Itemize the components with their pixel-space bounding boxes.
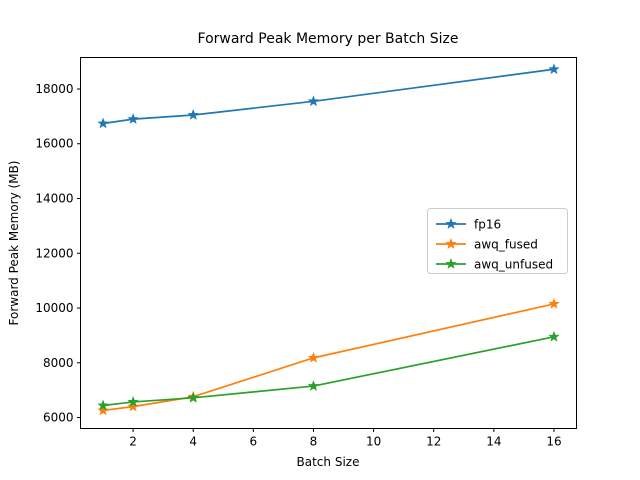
y-tick-label: 18000: [35, 82, 73, 96]
x-tick-label: 2: [129, 435, 137, 449]
data-point: [307, 351, 320, 363]
series-fp16: [97, 63, 560, 129]
data-point: [127, 395, 139, 407]
y-tick-label: 8000: [43, 356, 74, 370]
x-tick-label: 10: [366, 435, 381, 449]
y-tick-label: 14000: [35, 192, 73, 206]
legend-entries: fp16 awq_fused awq_unfused: [436, 218, 553, 272]
data-point: [127, 113, 139, 124]
data-point: [548, 330, 560, 342]
x-axis-title: Batch Size: [297, 455, 360, 469]
legend-label-fp16: fp16: [474, 218, 501, 232]
legend-item-fp16[interactable]: fp16: [436, 218, 501, 232]
legend-marker-fp16: [445, 218, 457, 229]
plot-frame: [80, 57, 577, 429]
y-tick-label: 12000: [35, 246, 73, 260]
x-tick-label: 14: [486, 435, 501, 449]
x-tick-label: 8: [310, 435, 318, 449]
data-point: [307, 380, 320, 391]
data-point: [548, 297, 560, 309]
x-tick-label: 12: [426, 435, 441, 449]
series-awq_unfused: [97, 330, 560, 411]
x-tick-label: 6: [250, 435, 258, 449]
data-point: [97, 117, 109, 129]
data-point: [127, 400, 139, 412]
chart-title: Forward Peak Memory per Batch Size: [198, 31, 459, 47]
chart-legend[interactable]: fp16 awq_fused awq_unfused: [427, 208, 568, 274]
data-point: [548, 63, 560, 75]
legend-label-awq_unfused: awq_unfused: [474, 258, 553, 272]
y-tick-label: 6000: [43, 411, 74, 425]
data-point: [187, 109, 199, 120]
legend-item-awq_fused[interactable]: awq_fused: [436, 238, 538, 252]
x-tick-label: 4: [189, 435, 197, 449]
x-tick-label: 16: [546, 435, 561, 449]
y-tick-label: 16000: [35, 137, 73, 151]
data-point: [97, 399, 109, 411]
legend-marker-awq_unfused: [445, 258, 457, 269]
data-series-layer: [97, 63, 560, 416]
legend-marker-awq_fused: [445, 238, 457, 249]
legend-item-awq_unfused[interactable]: awq_unfused: [436, 258, 553, 272]
data-point: [187, 391, 199, 403]
y-axis-title: Forward Peak Memory (MB): [7, 161, 21, 326]
x-axis-ticks: 2 4 6 8 10 12 14 16: [129, 428, 562, 449]
data-point: [307, 95, 320, 107]
y-axis-ticks: 6000 8000 10000 12000 14000 16000 18000: [35, 82, 81, 425]
legend-label-awq_fused: awq_fused: [474, 238, 538, 252]
axes-spines: [80, 57, 577, 429]
y-tick-label: 10000: [35, 301, 73, 315]
data-point: [97, 404, 109, 416]
